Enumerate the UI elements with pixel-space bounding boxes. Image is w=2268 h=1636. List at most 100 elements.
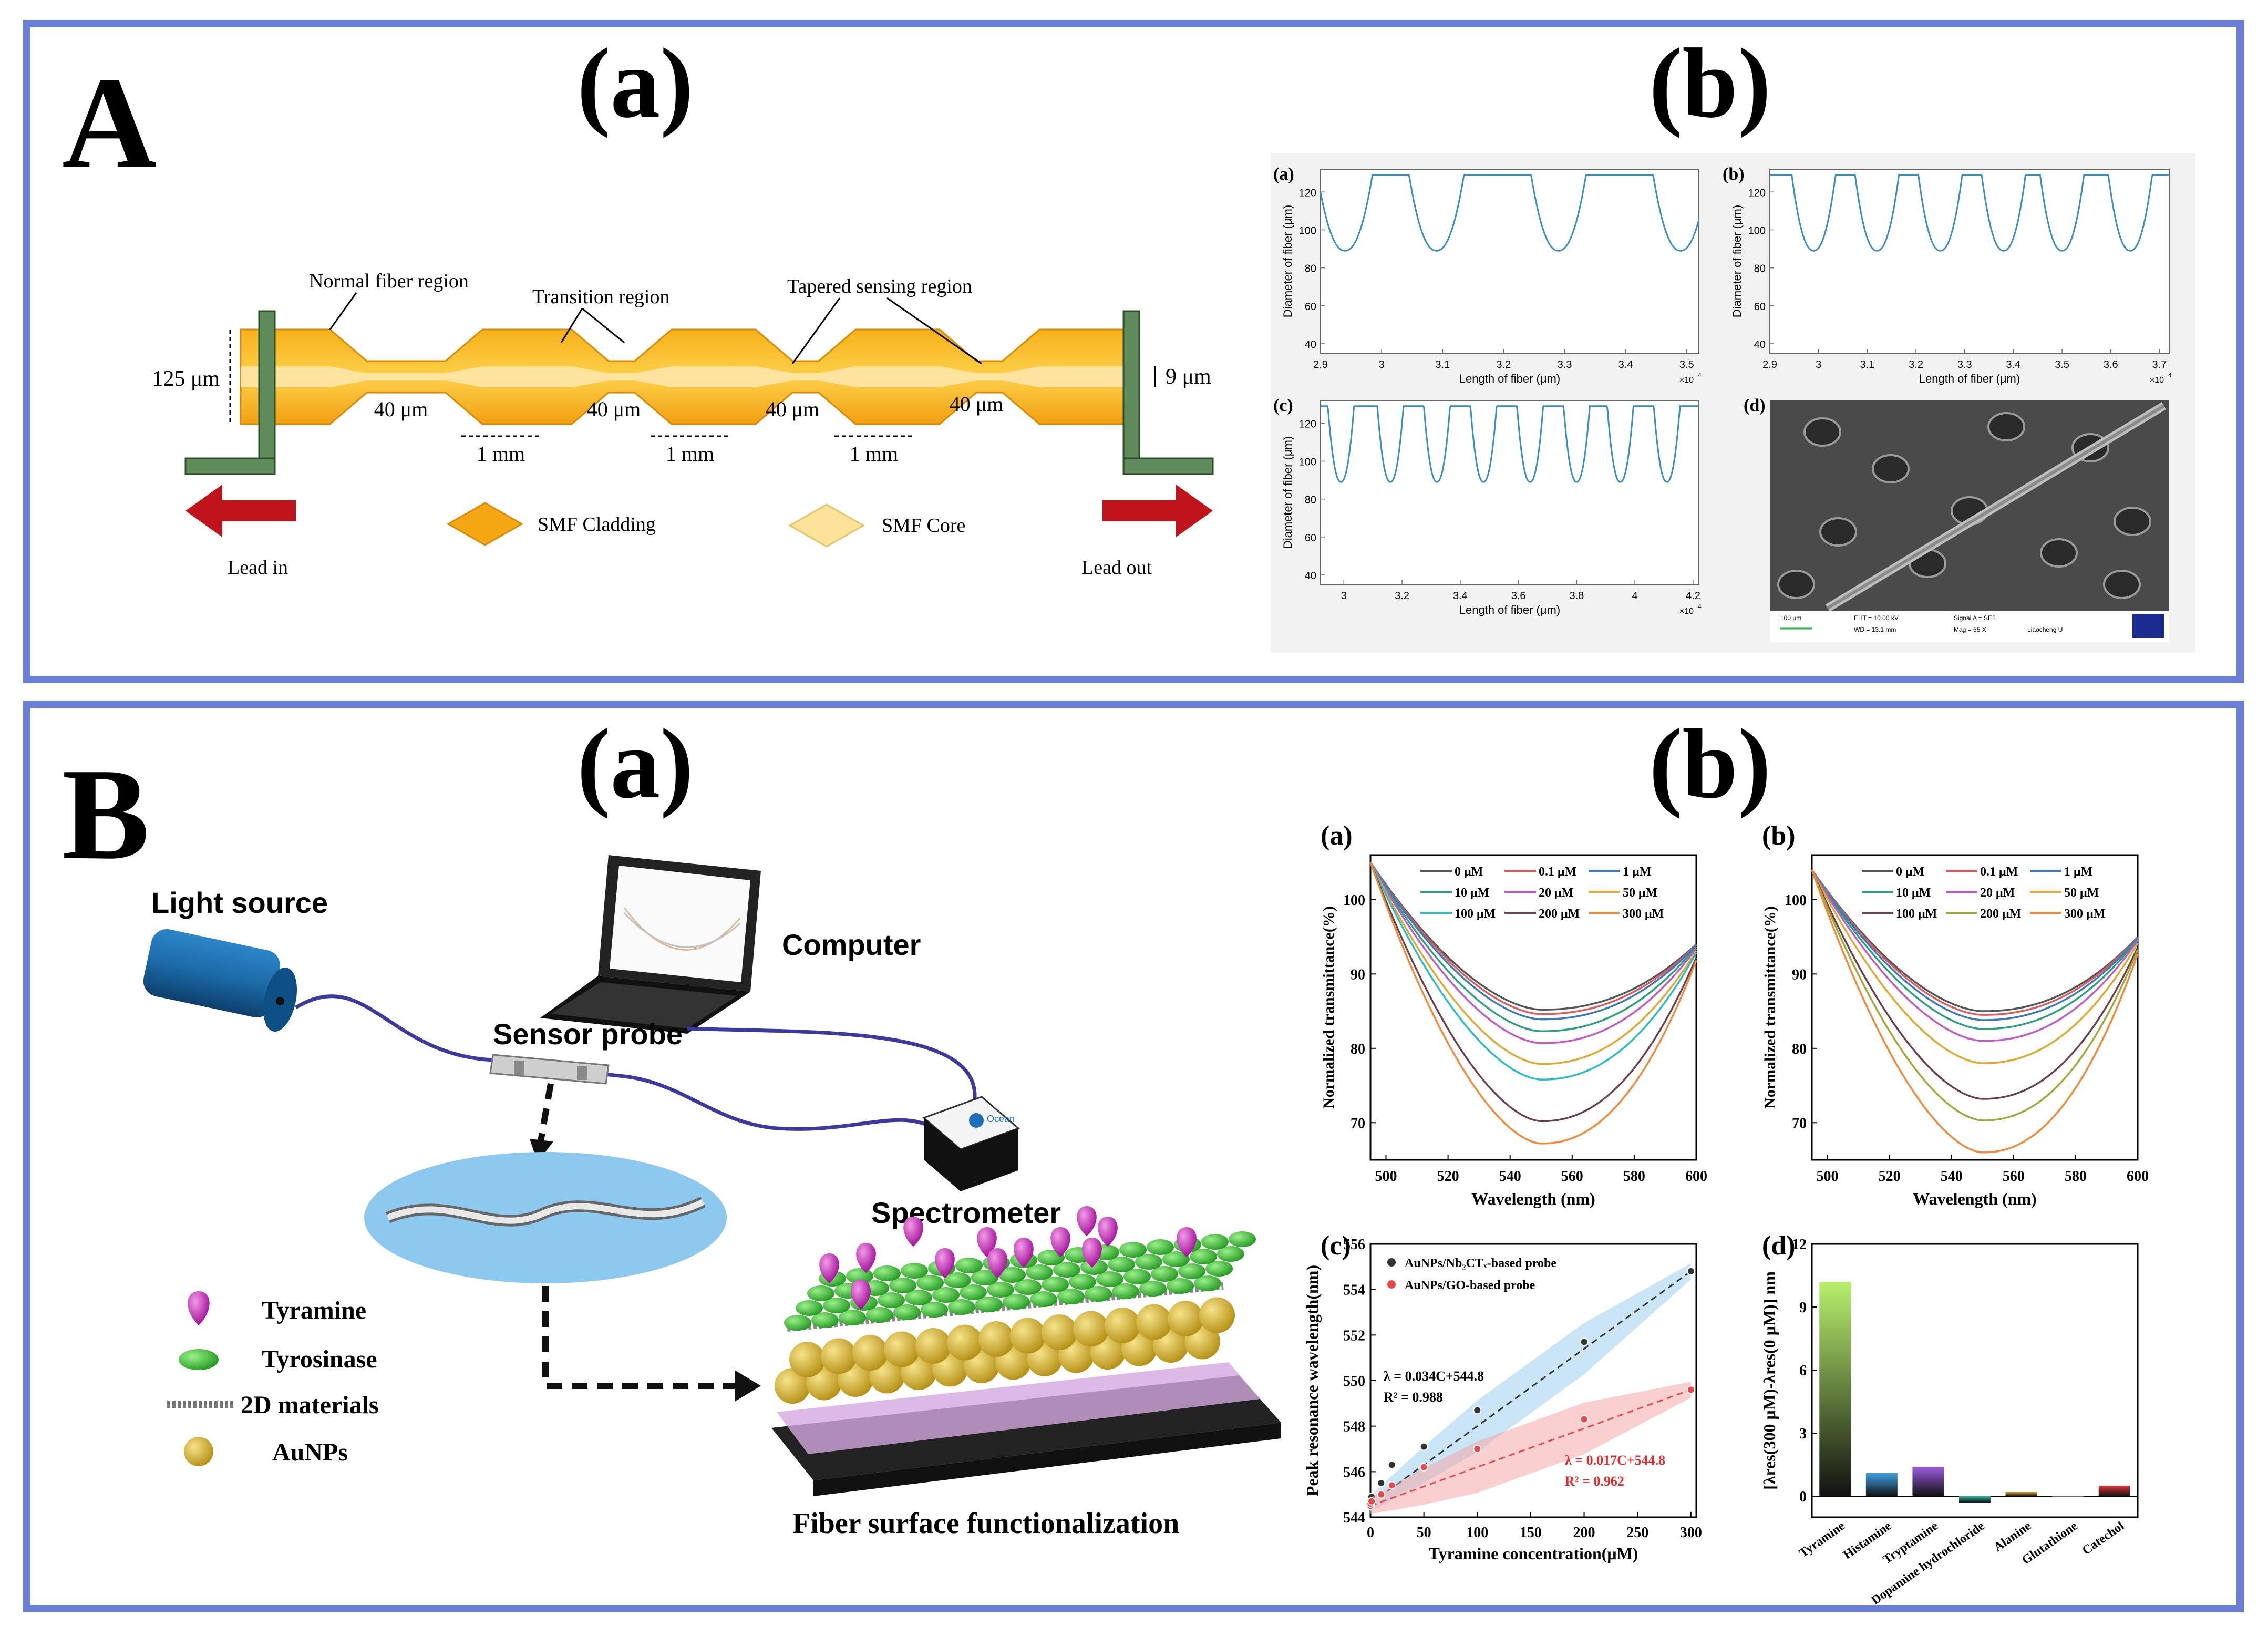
label-1mm-1: 1 mm bbox=[477, 442, 525, 466]
y-tick: 120 bbox=[1748, 187, 1766, 199]
bar bbox=[1819, 1282, 1851, 1496]
data-point bbox=[1387, 1460, 1396, 1469]
tyramine-particle bbox=[1082, 1238, 1102, 1268]
data-point bbox=[1686, 1385, 1695, 1394]
x-exponent: ×10 bbox=[1679, 607, 1694, 616]
tyrosinase-particle bbox=[960, 1284, 987, 1300]
tyramine-particle bbox=[987, 1248, 1007, 1278]
label-tapered-region: Tapered sensing region bbox=[787, 275, 972, 297]
profile-label: (a) bbox=[1273, 164, 1294, 184]
aunp-particle bbox=[1199, 1297, 1235, 1333]
legend-label: 10 μM bbox=[1455, 886, 1489, 900]
y-tick: 100 bbox=[1748, 225, 1766, 236]
tyrosinase-particle bbox=[1217, 1246, 1244, 1262]
tyrosinase-particle bbox=[1069, 1274, 1096, 1290]
y-axis-label: Normalized transmittance(%) bbox=[1761, 906, 1779, 1109]
x-tick: 3.2 bbox=[1395, 590, 1409, 602]
fit-r2: R² = 0.988 bbox=[1384, 1390, 1443, 1405]
tyrosinase-particle bbox=[823, 1298, 850, 1313]
aunp-particle bbox=[1010, 1318, 1046, 1354]
label-sensor-probe: Sensor probe bbox=[493, 1017, 683, 1051]
panel-b-sub-a: (a) bbox=[577, 709, 694, 819]
legend-label: 1 μM bbox=[1623, 865, 1651, 879]
sem-info: EHT = 10.00 kV bbox=[1854, 614, 1899, 622]
x-tick: 3.2 bbox=[1909, 359, 1923, 371]
x-tick-label: 600 bbox=[2127, 1168, 2149, 1185]
tyrosinase-particle bbox=[1178, 1263, 1205, 1279]
label-40um-4: 40 μm bbox=[950, 392, 1004, 416]
y-axis-label: Diameter of fiber (μm) bbox=[1281, 205, 1294, 317]
chart-panel-label: (c) bbox=[1321, 1231, 1351, 1261]
bar bbox=[1865, 1473, 1898, 1496]
fit-line bbox=[1370, 1388, 1692, 1507]
tyrosinase-particle bbox=[921, 1302, 948, 1318]
spectrum-line bbox=[1369, 862, 1697, 1021]
x-tick: 3.4 bbox=[2006, 359, 2021, 371]
aunp-particle bbox=[852, 1335, 888, 1371]
aunp-particle bbox=[1042, 1314, 1077, 1350]
cladding-legend-icon bbox=[446, 502, 524, 546]
tyrosinase-particle bbox=[1190, 1249, 1217, 1264]
x-tick: 3 bbox=[1341, 590, 1347, 602]
sem-info: Liaocheng U bbox=[2027, 626, 2063, 633]
data-point bbox=[1367, 1497, 1376, 1506]
y-tick-label: 100 bbox=[1785, 892, 1807, 909]
tyrosinase-particle bbox=[807, 1285, 834, 1301]
tyrosinase-particle bbox=[1229, 1231, 1256, 1247]
spectrum-line bbox=[1811, 869, 2139, 1100]
x-tick-label: 500 bbox=[1375, 1168, 1397, 1185]
x-tick-label: 100 bbox=[1466, 1525, 1488, 1541]
data-point bbox=[1387, 1481, 1396, 1490]
spectrum-line bbox=[1369, 862, 1697, 1081]
spectrometer-brand: Ocean bbox=[987, 1114, 1015, 1124]
label-40um-2: 40 μm bbox=[587, 397, 641, 421]
legend-label: 0.1 μM bbox=[1539, 865, 1576, 879]
tyrosinase-icon bbox=[179, 1349, 219, 1370]
spectrum-line bbox=[1369, 862, 1697, 1033]
legend-label: 50 μM bbox=[1623, 886, 1657, 900]
spectrum-line bbox=[1811, 869, 2139, 1121]
tyramine-particle bbox=[903, 1217, 923, 1247]
diameter-curve bbox=[1319, 174, 1700, 252]
label-normal-region: Normal fiber region bbox=[309, 270, 469, 292]
spectrum-line bbox=[1369, 862, 1697, 1065]
y-axis-label: Diameter of fiber (μm) bbox=[1730, 205, 1744, 317]
x-tick-label: 200 bbox=[1573, 1525, 1595, 1541]
y-tick-label: 9 bbox=[1799, 1300, 1807, 1316]
aunp-particle bbox=[978, 1321, 1014, 1357]
x-tick: 3.4 bbox=[1453, 590, 1468, 602]
fit-equation: λ = 0.034C+544.8 bbox=[1384, 1369, 1484, 1384]
tyrosinase-particle bbox=[796, 1300, 823, 1316]
legend-label: 1 μM bbox=[2064, 865, 2092, 879]
diameter-curve bbox=[1321, 405, 1699, 483]
x-tick-label: 540 bbox=[1499, 1168, 1521, 1185]
tyrosinase-particle bbox=[811, 1312, 839, 1328]
label-core: SMF Core bbox=[882, 515, 965, 537]
data-point bbox=[1686, 1267, 1695, 1275]
tyrosinase-particle bbox=[1096, 1271, 1123, 1287]
y-tick-label: 556 bbox=[1343, 1237, 1365, 1253]
legend-label: 0 μM bbox=[1455, 865, 1483, 879]
label-9um: 9 μm bbox=[1166, 365, 1211, 389]
x-tick: 3 bbox=[1816, 359, 1821, 371]
y-tick-label: 100 bbox=[1343, 892, 1365, 909]
sem-info: Signal A = SE2 bbox=[1954, 614, 1996, 622]
tyramine-particle bbox=[851, 1280, 871, 1310]
aunp-particle bbox=[884, 1331, 920, 1367]
y-tick: 80 bbox=[1754, 263, 1766, 275]
tyramine-particle bbox=[819, 1253, 839, 1283]
y-tick: 80 bbox=[1305, 263, 1316, 275]
y-tick-label: 80 bbox=[1351, 1041, 1365, 1057]
lead-in-arrow bbox=[185, 485, 296, 537]
y-tick: 40 bbox=[1305, 339, 1316, 351]
tyrosinase-particle bbox=[948, 1299, 975, 1315]
tyrosinase-particle bbox=[1080, 1259, 1108, 1275]
x-tick-label: 560 bbox=[2003, 1168, 2025, 1185]
